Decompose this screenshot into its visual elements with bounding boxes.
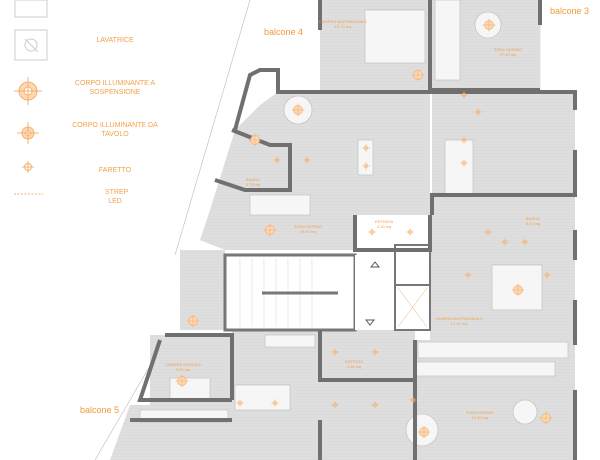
kitchen-counter bbox=[264, 334, 316, 348]
spotlight-icon bbox=[273, 156, 281, 164]
pendant-light-icon bbox=[186, 314, 200, 328]
pendant-light-icon bbox=[14, 77, 42, 105]
walls bbox=[130, 0, 577, 460]
balcony-5-label: balcone 5 bbox=[80, 405, 120, 415]
spotlight-icon bbox=[371, 401, 379, 409]
pendant-light-icon bbox=[263, 223, 277, 237]
pendant-light-icon bbox=[291, 103, 305, 117]
wardrobe bbox=[417, 341, 569, 359]
legend-top-appliance-icon bbox=[14, 0, 48, 18]
kitchen-counter bbox=[414, 361, 556, 377]
stairwell bbox=[223, 244, 431, 332]
spotlight-icon bbox=[521, 238, 529, 246]
legend-symbols bbox=[14, 0, 48, 195]
spotlight-icon bbox=[331, 401, 339, 409]
spotlight-icon bbox=[460, 91, 468, 99]
spotlight-icon bbox=[271, 399, 279, 407]
spotlight-icon bbox=[303, 156, 311, 164]
spotlight-icon bbox=[362, 144, 370, 152]
pendant-light-icon bbox=[417, 425, 431, 439]
legend-label-faretto: FARETTO bbox=[98, 167, 132, 174]
legend-label-lavatrice: LAVATRICE bbox=[96, 37, 134, 44]
legend-label-led: STREP LED bbox=[105, 189, 129, 205]
spotlight-icon bbox=[501, 238, 509, 246]
pendant-light-icon bbox=[248, 133, 262, 147]
pendant-light-icon bbox=[511, 283, 525, 297]
pendant-light-icon bbox=[539, 411, 553, 425]
spotlight-icon bbox=[368, 228, 376, 236]
balcony-3-label: balcone 3 bbox=[550, 6, 590, 16]
side-table bbox=[512, 399, 538, 425]
spotlight-icon bbox=[236, 399, 244, 407]
double-bed bbox=[364, 9, 426, 64]
spotlight-icon bbox=[474, 108, 482, 116]
light-fixtures bbox=[175, 18, 553, 439]
spotlight-icon bbox=[406, 228, 414, 236]
legend-label-pendant: CORPO ILLUMINANTE A SOSPENSIONE bbox=[74, 80, 156, 96]
spotlight-icon bbox=[362, 162, 370, 170]
washing-machine-icon bbox=[14, 29, 48, 61]
spotlight-icon bbox=[331, 348, 339, 356]
spotlight-icon bbox=[543, 271, 551, 279]
spotlight-icon bbox=[460, 136, 468, 144]
kitchen-island bbox=[234, 384, 291, 411]
island bbox=[357, 139, 374, 176]
balcony-4-label: balcone 4 bbox=[264, 27, 304, 37]
pendant-light-icon bbox=[411, 68, 425, 82]
spotlight-icon bbox=[484, 228, 492, 236]
pendant-light-icon bbox=[482, 18, 496, 32]
spotlight-icon bbox=[22, 161, 34, 173]
spotlight-icon bbox=[460, 159, 468, 167]
table-light-icon bbox=[17, 122, 39, 144]
spotlight-icon bbox=[371, 348, 379, 356]
pendant-light-icon bbox=[175, 374, 189, 388]
spotlight-icon bbox=[409, 396, 417, 404]
kitchen-island bbox=[444, 139, 474, 196]
sofa bbox=[434, 0, 461, 81]
legend-label-table-light: CORPO ILLUMINANTE DA TAVOLO bbox=[72, 122, 158, 138]
spotlight-icon bbox=[464, 271, 472, 279]
sofa bbox=[249, 194, 311, 216]
